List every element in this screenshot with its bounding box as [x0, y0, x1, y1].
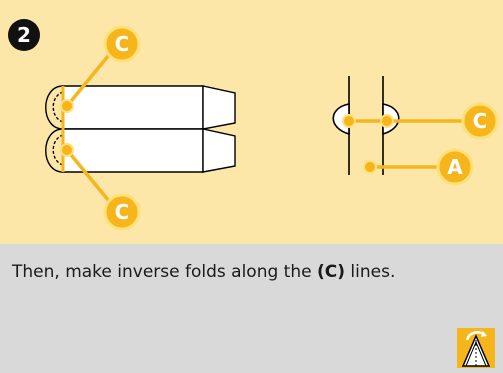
bottom-unit-tip: [202, 128, 236, 173]
left-model: [45, 85, 236, 173]
instruction-highlight: (C): [316, 262, 345, 282]
turn-over-button[interactable]: [457, 328, 495, 368]
top-unit-body: [62, 85, 204, 130]
instruction-text: Then, make inverse folds along the (C) l…: [12, 261, 492, 283]
top-unit-tip: [202, 85, 236, 130]
callout-c-top-label: C: [115, 32, 130, 56]
instruction-prefix: Then, make inverse folds along the: [12, 262, 317, 282]
callout-c-top: C: [103, 25, 141, 63]
callout-a-right-label: A: [447, 155, 463, 179]
callout-c-right: C: [461, 102, 499, 140]
callout-a-right: A: [436, 148, 474, 186]
callout-c-right-label: C: [473, 109, 488, 133]
instruction-suffix: lines.: [345, 262, 396, 282]
step-number-badge: 2: [8, 19, 40, 51]
callout-c-bottom-label: C: [115, 200, 130, 224]
callout-anchors: [60, 99, 394, 174]
turn-over-model-icon: [457, 328, 495, 368]
bottom-unit-body: [62, 128, 204, 173]
step-number: 2: [17, 23, 31, 47]
fold-diagram: 2: [8, 19, 499, 231]
diagram-panel: 2: [0, 0, 503, 244]
bottom-unit-round-edge: [45, 128, 64, 173]
callout-c-bottom: C: [103, 193, 141, 231]
top-unit-round-edge: [45, 85, 64, 130]
